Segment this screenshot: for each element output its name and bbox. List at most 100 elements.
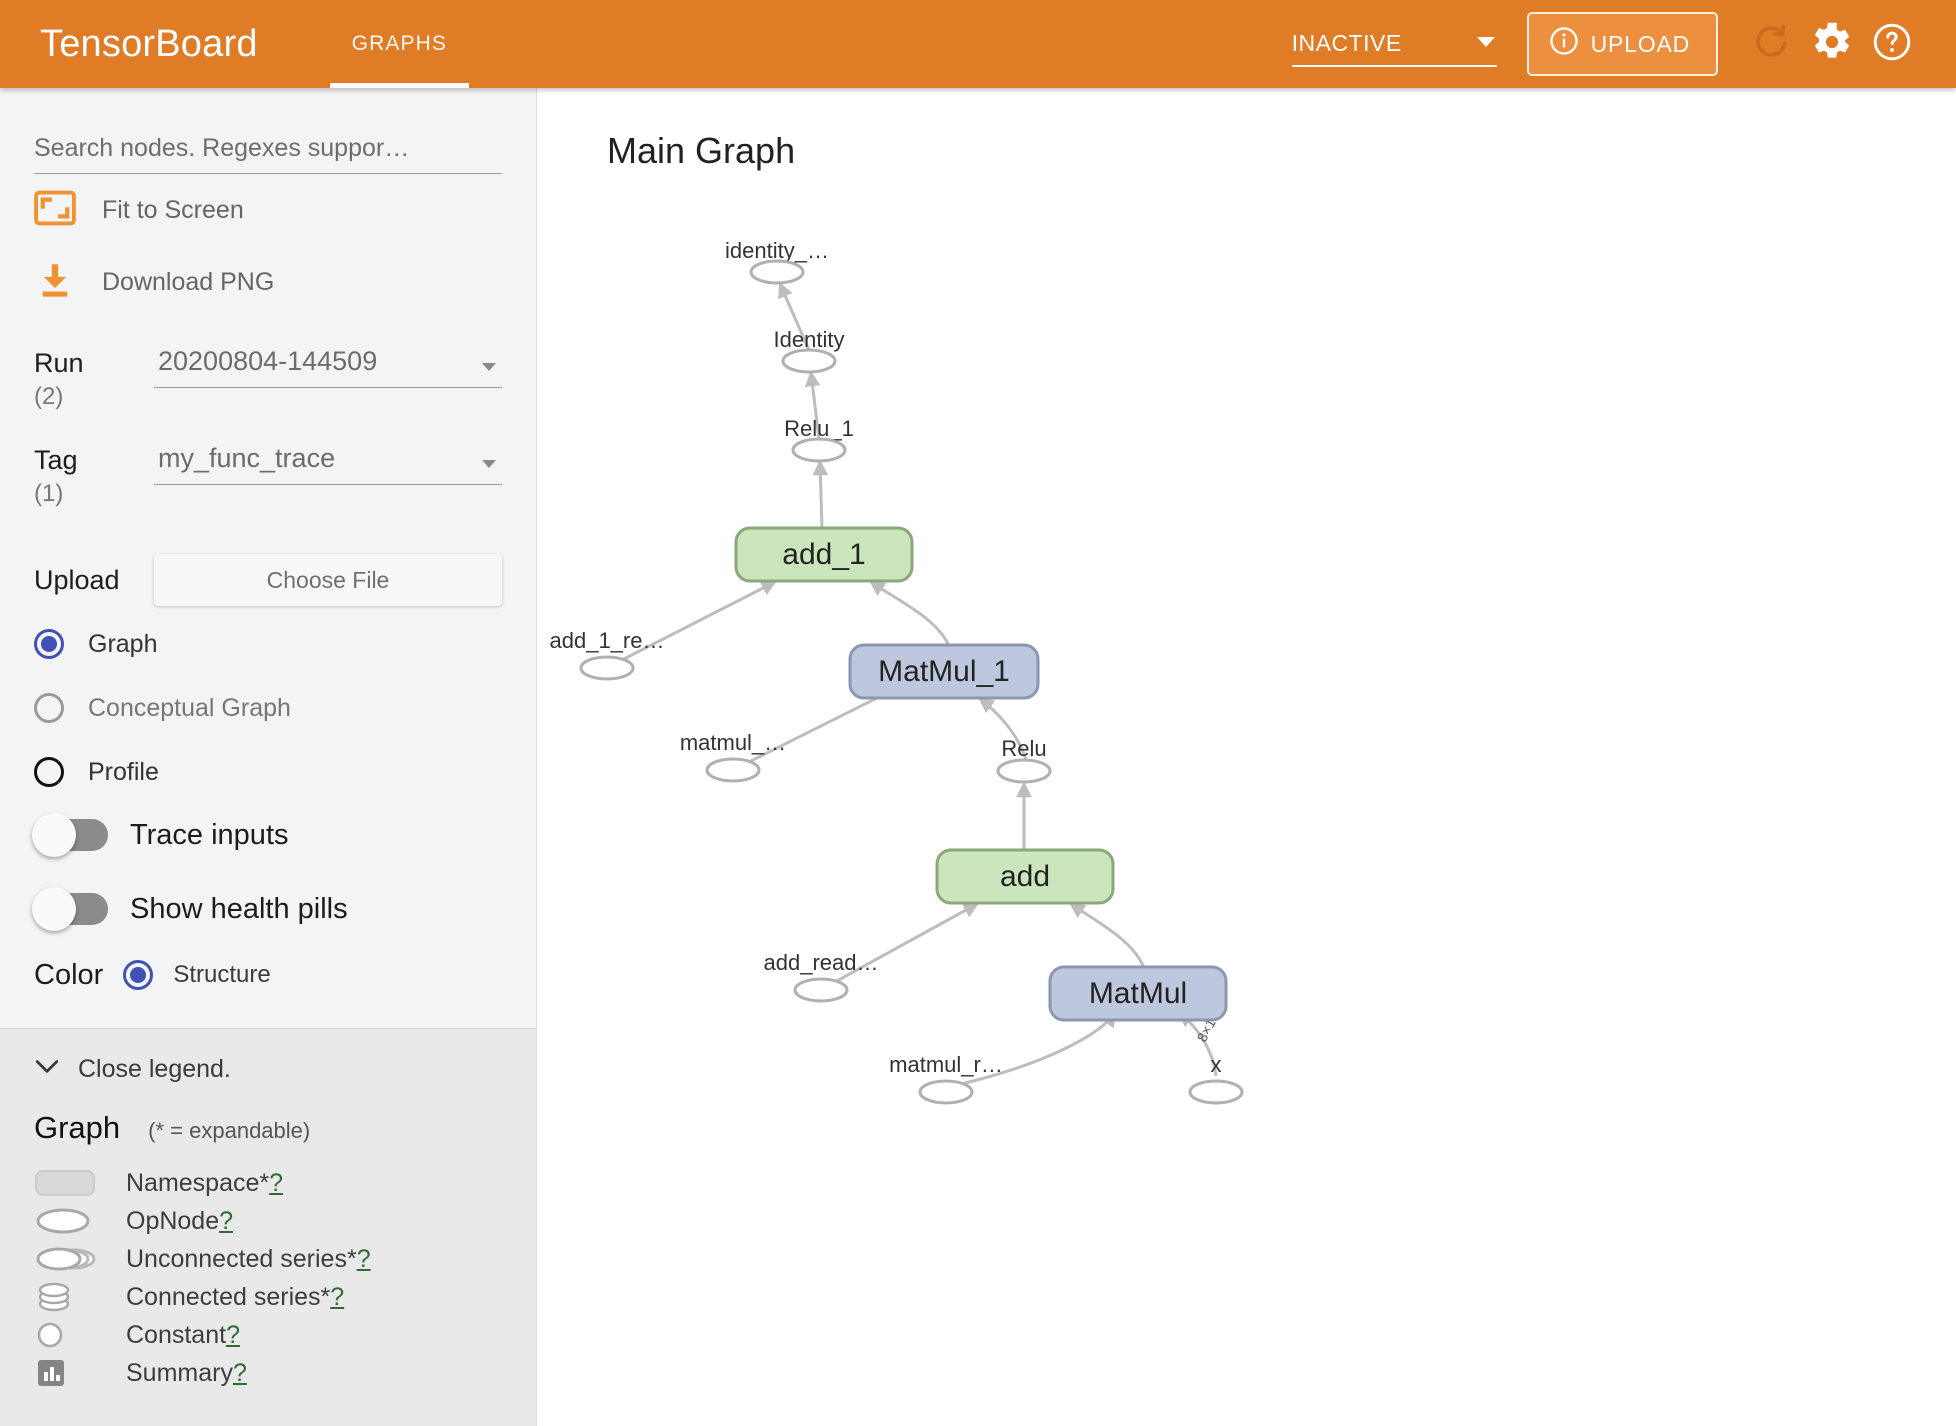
node-identity-out[interactable]: identity_…	[725, 238, 829, 285]
node-matmul-read-shape[interactable]	[918, 1079, 974, 1105]
node-add-read-label: add_read…	[764, 950, 879, 975]
legend-item-summary-help[interactable]: ?	[232, 1358, 247, 1387]
header-actions: INACTIVE UPLOAD	[1291, 12, 1956, 76]
radio-profile-indicator	[34, 757, 64, 787]
legend-item-namespace-help[interactable]: ?	[269, 1168, 284, 1197]
node-matmul-read[interactable]: matmul_r…	[889, 1052, 1003, 1105]
fit-to-screen-button[interactable]: Fit to Screen	[0, 174, 536, 246]
refresh-button[interactable]	[1742, 14, 1802, 74]
node-relu-shape[interactable]	[996, 758, 1052, 784]
tab-graphs[interactable]: GRAPHS	[329, 0, 470, 88]
run-status-dropdown[interactable]: INACTIVE	[1291, 21, 1497, 67]
download-icon	[34, 260, 76, 305]
node-identity-out-shape[interactable]	[749, 259, 805, 285]
edge-matmul-to-add	[1069, 902, 1146, 969]
search-input[interactable]	[34, 134, 502, 174]
node-matmul-read-label: matmul_r…	[889, 1052, 1003, 1077]
tag-select[interactable]: my_func_trace	[154, 439, 502, 485]
upload-field: Upload Choose File	[0, 554, 536, 606]
run-select[interactable]: 20200804-144509	[154, 342, 502, 388]
toggle-trace-inputs[interactable]: Trace inputs	[0, 798, 536, 872]
node-add-read-shape[interactable]	[793, 977, 849, 1003]
node-add-1-read[interactable]: add_1_re…	[550, 628, 665, 681]
node-add-1[interactable]: add_1	[734, 526, 914, 583]
radio-profile-label: Profile	[88, 757, 159, 786]
legend-item-constant: Constant ?	[34, 1316, 502, 1354]
fit-to-screen-icon	[34, 190, 76, 231]
radio-conceptual-graph[interactable]: Conceptual Graph	[0, 682, 536, 734]
node-identity-out-label: identity_…	[725, 238, 829, 263]
tag-label: Tag	[34, 445, 78, 475]
node-matmul[interactable]: MatMul	[1048, 965, 1228, 1022]
settings-button[interactable]	[1802, 14, 1862, 74]
help-icon	[1871, 21, 1913, 68]
graph-svg[interactable]: 8×1 identity_… Identity Relu_1 add_1	[537, 88, 1956, 1426]
radio-profile[interactable]: Profile	[0, 746, 536, 798]
tag-count: (1)	[34, 480, 64, 507]
legend-item-opnode-help[interactable]: ?	[219, 1206, 234, 1235]
refresh-icon	[1752, 22, 1792, 67]
legend-title: Graph	[34, 1110, 121, 1145]
search-container	[0, 88, 536, 174]
download-png-button[interactable]: Download PNG	[0, 246, 536, 318]
legend-title-row: Graph (* = expandable)	[34, 1110, 502, 1146]
node-x[interactable]: x	[1188, 1052, 1244, 1105]
chevron-down-icon	[1476, 37, 1495, 47]
toggle-show-health-pills[interactable]: Show health pills	[0, 872, 536, 946]
legend-item-connected-series-help[interactable]: ?	[330, 1282, 345, 1311]
help-button[interactable]	[1862, 14, 1922, 74]
close-legend-button[interactable]: Close legend.	[34, 1055, 502, 1084]
nav-tabs: GRAPHS	[329, 0, 470, 88]
run-label: Run	[34, 348, 84, 378]
node-add-shape[interactable]	[935, 848, 1115, 905]
node-relu-1-label: Relu_1	[784, 416, 854, 441]
node-identity-shape[interactable]	[781, 348, 837, 374]
legend-subtitle: (* = expandable)	[148, 1118, 311, 1143]
node-matmul-read-1-label: matmul_…	[680, 730, 786, 755]
node-relu-1[interactable]: Relu_1	[784, 416, 854, 463]
node-add-read[interactable]: add_read…	[764, 950, 879, 1003]
tag-label-box: Tag (1)	[34, 439, 154, 512]
radio-graph-indicator	[34, 629, 64, 659]
node-add-1-read-shape[interactable]	[579, 655, 635, 681]
radio-graph-label: Graph	[88, 629, 158, 658]
edge-matmulread-to-matmul	[960, 1011, 1117, 1086]
legend-item-unconnected-series: Unconnected series* ?	[34, 1240, 502, 1278]
legend-item-summary: Summary ?	[34, 1354, 502, 1392]
upload-label: Upload	[34, 564, 120, 595]
legend-item-opnode: OpNode ?	[34, 1202, 502, 1240]
node-matmul-1[interactable]: MatMul_1	[848, 643, 1040, 700]
legend-item-namespace-label: Namespace*	[126, 1168, 270, 1197]
node-matmul-read-1-shape[interactable]	[705, 757, 761, 783]
node-identity[interactable]: Identity	[774, 327, 845, 374]
radio-graph[interactable]: Graph	[0, 618, 536, 670]
legend-item-connected-series: Connected series* ?	[34, 1278, 502, 1316]
radio-structure-indicator[interactable]	[123, 960, 154, 990]
node-matmul-1-shape[interactable]	[848, 643, 1040, 700]
node-add-1-shape[interactable]	[734, 526, 914, 583]
info-icon	[1549, 26, 1579, 62]
chevron-down-icon	[482, 363, 496, 371]
chevron-down-icon	[482, 460, 496, 468]
page-title: Main Graph	[607, 130, 796, 171]
legend-item-unconnected-series-help[interactable]: ?	[356, 1244, 371, 1273]
legend-item-opnode-label: OpNode	[126, 1206, 220, 1235]
run-field: Run (2) 20200804-144509	[0, 342, 536, 415]
legend-item-constant-help[interactable]: ?	[226, 1320, 240, 1349]
graph-canvas[interactable]: Main Graph 8×1	[537, 88, 1956, 1426]
node-add[interactable]: add	[935, 848, 1115, 905]
node-matmul-read-1[interactable]: matmul_…	[680, 730, 786, 783]
node-x-shape[interactable]	[1188, 1079, 1244, 1105]
choose-file-button[interactable]: Choose File	[154, 554, 502, 606]
close-legend-label: Close legend.	[78, 1055, 231, 1083]
radio-conceptual-graph-label: Conceptual Graph	[88, 693, 291, 722]
node-relu-1-shape[interactable]	[791, 437, 847, 463]
upload-button[interactable]: UPLOAD	[1526, 12, 1718, 76]
node-add-1-read-label: add_1_re…	[550, 628, 665, 653]
node-matmul-shape[interactable]	[1048, 965, 1228, 1022]
edge-add1-to-relu1	[812, 459, 829, 529]
node-relu[interactable]: Relu	[996, 736, 1052, 784]
upload-button-label: UPLOAD	[1590, 30, 1690, 57]
run-status-label: INACTIVE	[1291, 29, 1402, 56]
